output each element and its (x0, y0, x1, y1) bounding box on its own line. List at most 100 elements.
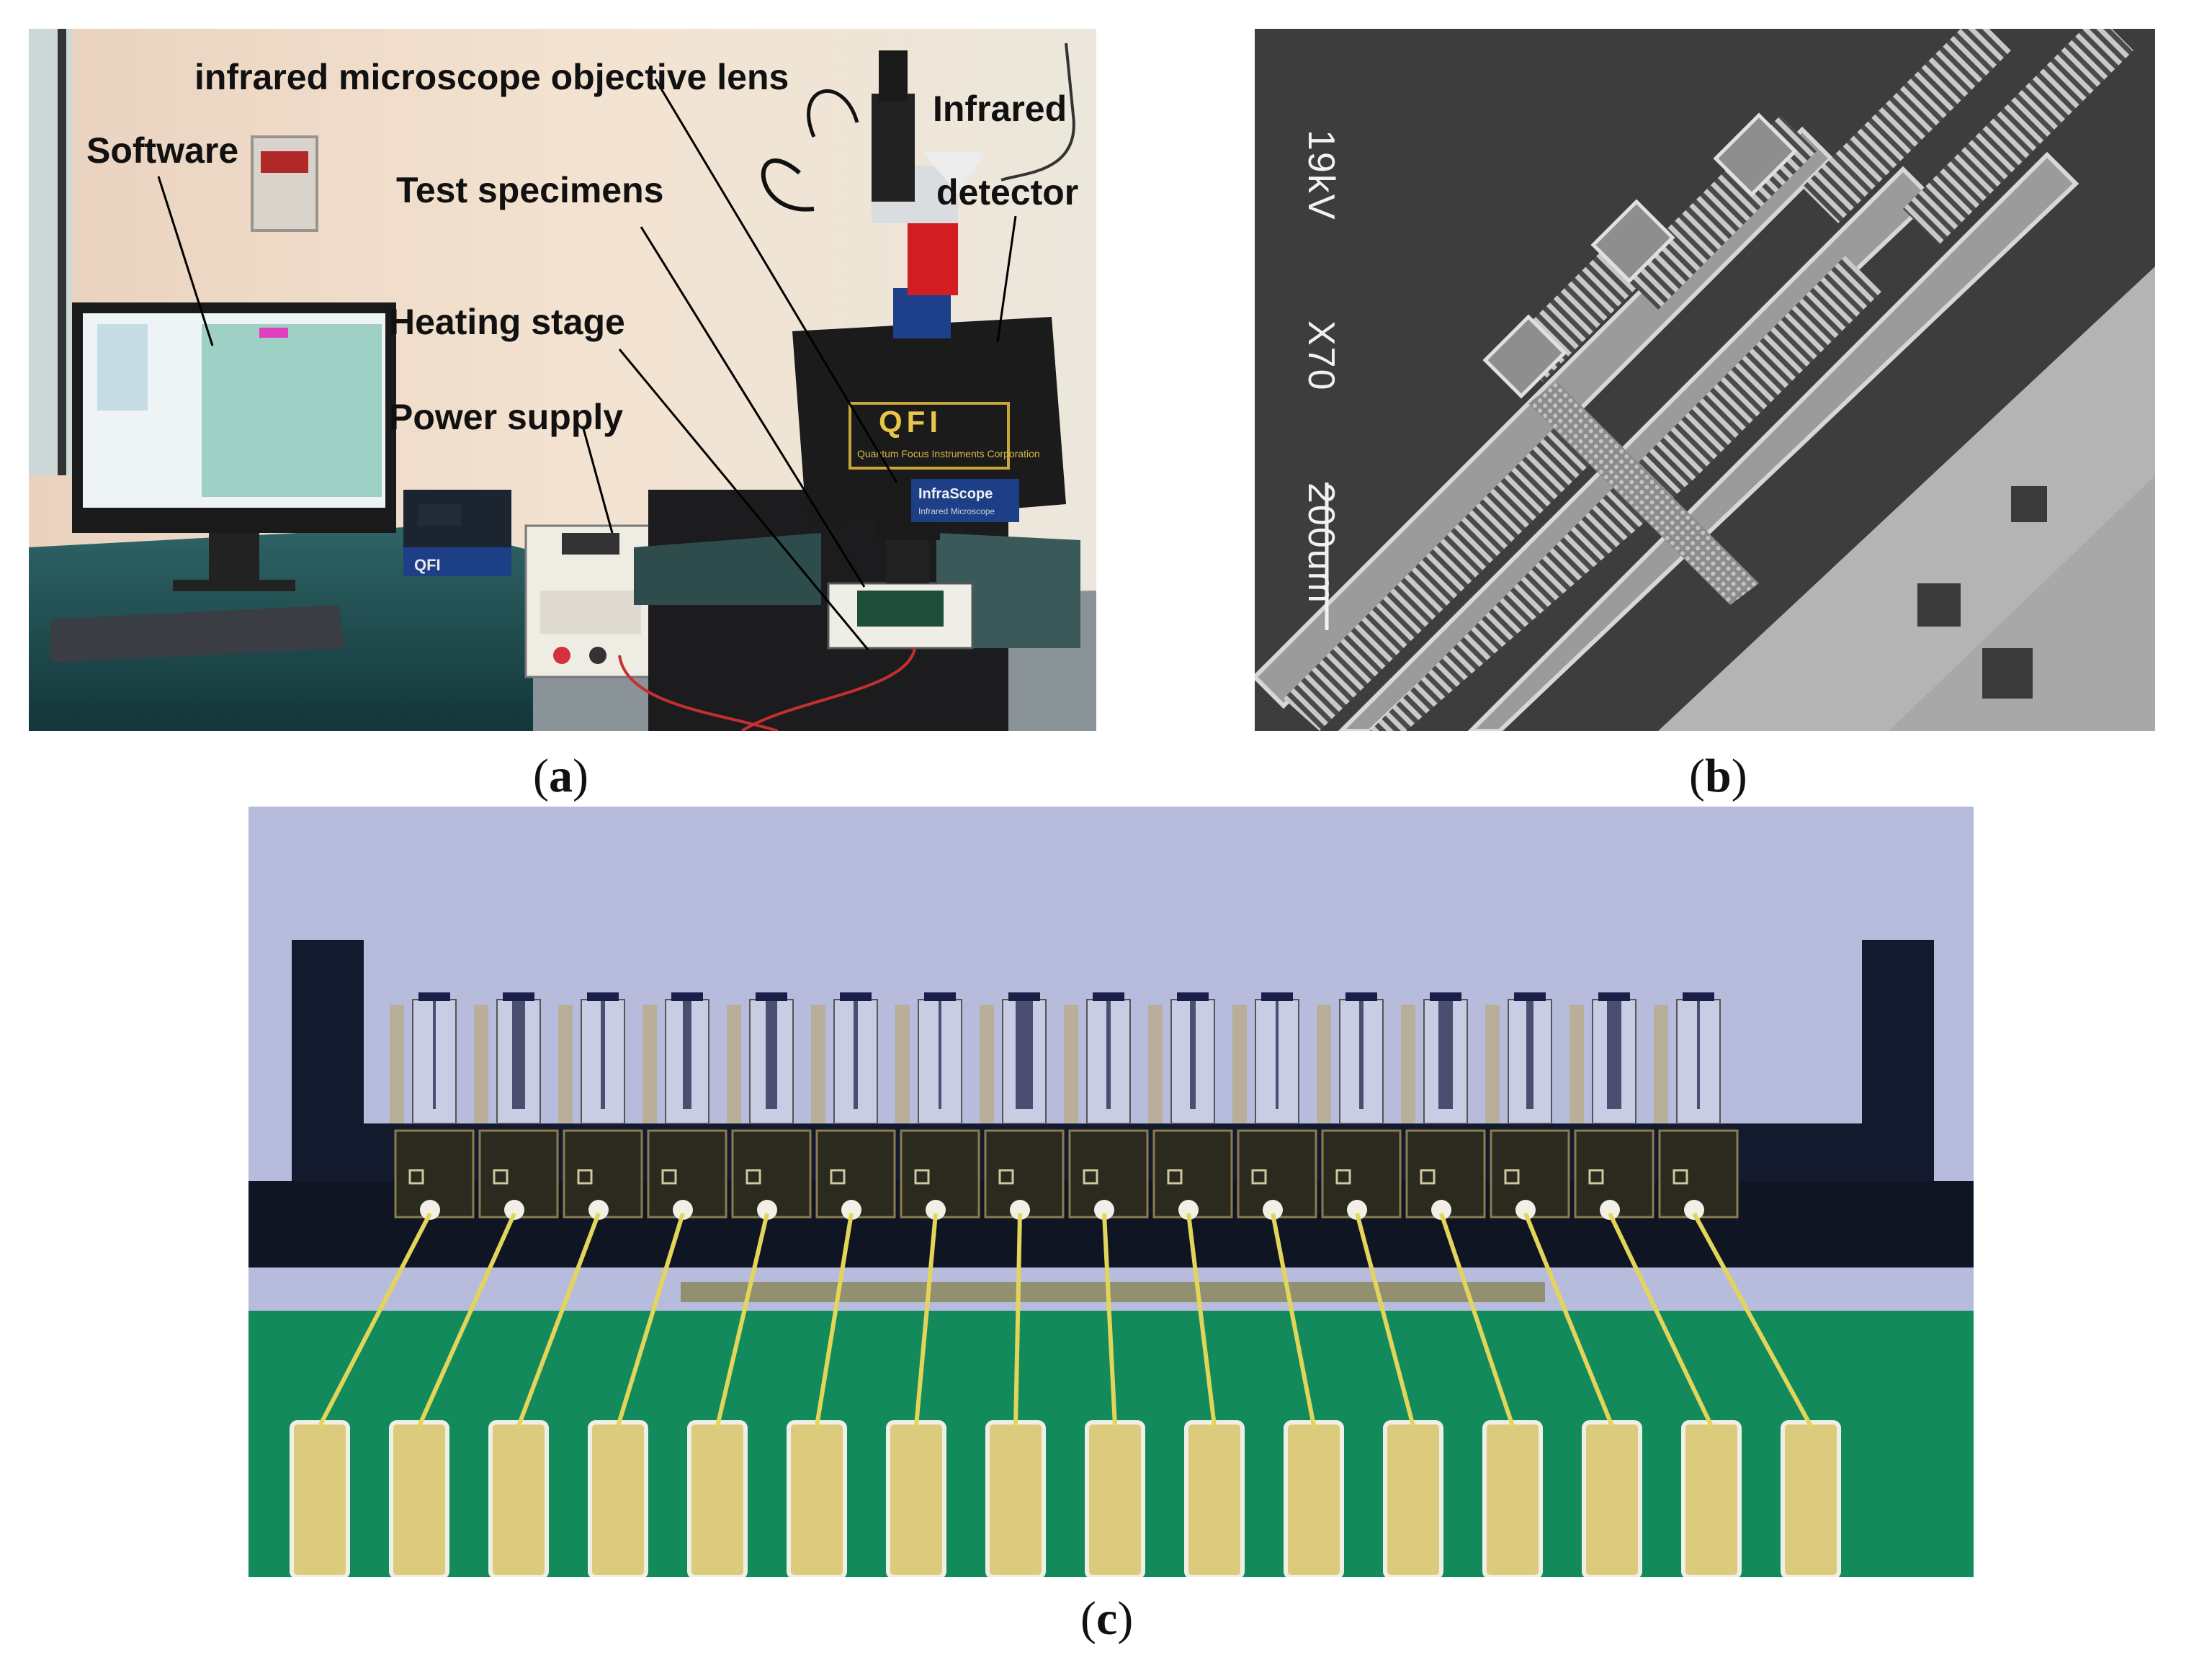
pad-square (914, 1169, 930, 1185)
bond-wire (1186, 1213, 1217, 1427)
anchor-bar (1177, 992, 1209, 1001)
infrascope-sub: Infrared Microscope (918, 506, 995, 516)
anchor-bar (924, 992, 956, 1001)
anchor-bar (840, 992, 872, 1001)
bond-wire (1608, 1212, 1714, 1427)
anchor-bar (503, 992, 534, 1001)
specimen-beam (1438, 1001, 1453, 1109)
comb-strip (1654, 1005, 1668, 1123)
anchor-bar (587, 992, 619, 1001)
comb-strip (811, 1005, 825, 1123)
anchor-bar (1598, 992, 1630, 1001)
pad-square (1673, 1169, 1688, 1185)
bond-ball (841, 1200, 861, 1220)
specimen-beam (939, 1001, 941, 1109)
comb-strip (474, 1005, 488, 1123)
bond-wire (417, 1212, 516, 1427)
pad-square (830, 1169, 846, 1185)
gold-finger (1284, 1420, 1344, 1577)
label-detector: detector (936, 172, 1079, 212)
anchor-bar (1261, 992, 1293, 1001)
pad-square (745, 1169, 761, 1185)
die-pad (394, 1129, 475, 1219)
gold-finger (1184, 1420, 1245, 1577)
specimen-beam (683, 1001, 691, 1109)
pad-square (1335, 1169, 1351, 1185)
bond-wire (516, 1212, 601, 1427)
anchor-bar (418, 992, 450, 1001)
pad-square (1588, 1169, 1604, 1185)
bond-wire (1523, 1212, 1614, 1427)
setup-illustration: QFI QFI Quantum Focus Instruments Corpor… (29, 29, 1096, 731)
specimen-chip-photo (248, 807, 1974, 1577)
label-software: Software (86, 130, 239, 171)
comb-strip (1401, 1005, 1415, 1123)
bond-ball (1178, 1200, 1199, 1220)
sem-scale-label: 200um (1300, 483, 1342, 604)
pad-square (998, 1169, 1014, 1185)
anchor-bar (1345, 992, 1377, 1001)
label-objective-lens: infrared microscope objective lens (194, 57, 789, 97)
comb-strip (558, 1005, 573, 1123)
label-infrared: Infrared (933, 89, 1067, 129)
comb-strip (390, 1005, 404, 1123)
anchor-bar (671, 992, 703, 1001)
anchor-bar (1430, 992, 1461, 1001)
bond-wire (616, 1213, 685, 1427)
bond-wire (815, 1213, 854, 1427)
bond-wire (1692, 1212, 1813, 1427)
specimen-beam (1016, 1001, 1033, 1109)
bond-ball (1684, 1200, 1704, 1220)
bond-ball (673, 1200, 693, 1220)
photo-setup: QFI QFI Quantum Focus Instruments Corpor… (29, 29, 1096, 731)
gold-finger (687, 1420, 748, 1577)
gold-finger (787, 1420, 847, 1577)
pad-square (1504, 1169, 1520, 1185)
specimen-beam (601, 1001, 605, 1109)
die-pad (1321, 1129, 1402, 1219)
anchor-bar (1008, 992, 1040, 1001)
gold-finger (588, 1420, 648, 1577)
gold-finger (488, 1420, 549, 1577)
pad-square (577, 1169, 593, 1185)
comb-strip (895, 1005, 910, 1123)
comb-strip (1485, 1005, 1500, 1123)
pad-square (1083, 1169, 1098, 1185)
bond-wire (715, 1213, 769, 1427)
label-test-specimens: Test specimens (396, 170, 664, 210)
comb-strip (1317, 1005, 1331, 1123)
qfi-logo: QFI (879, 405, 942, 439)
gold-finger (290, 1420, 350, 1577)
bond-ball (1094, 1200, 1114, 1220)
specimen-beam (1106, 1001, 1111, 1109)
comb-strip (1148, 1005, 1163, 1123)
pad-square (493, 1169, 509, 1185)
bond-ball (757, 1200, 777, 1220)
bond-wire (318, 1212, 432, 1427)
label-heating-stage: Heating stage (389, 302, 625, 342)
gold-finger (1482, 1420, 1543, 1577)
specimen-beam (1359, 1001, 1364, 1109)
bond-ball (1431, 1200, 1451, 1220)
gold-finger (1681, 1420, 1742, 1577)
sem-illustration: 19kV X70 200um (1255, 29, 2155, 731)
bond-ball (1600, 1200, 1620, 1220)
pad-square (1251, 1169, 1267, 1185)
gold-finger (1781, 1420, 1841, 1577)
pad-square (408, 1169, 424, 1185)
infrascope-badge: InfraScope (918, 486, 993, 502)
specimen-beam (512, 1001, 525, 1109)
bond-wire (1439, 1213, 1515, 1427)
anchor-bar (1683, 992, 1714, 1001)
bond-ball (1010, 1200, 1030, 1220)
bond-ball (588, 1200, 609, 1220)
caption-b: (b) (1689, 750, 1747, 802)
bond-ball (504, 1200, 524, 1220)
specimen-beam (1697, 1001, 1700, 1109)
pad-square (1420, 1169, 1436, 1185)
anchor-bar (756, 992, 787, 1001)
specimen-beam (854, 1001, 858, 1109)
comb-strip (642, 1005, 657, 1123)
chip-illustration (248, 940, 1974, 1577)
specimen-beam (1607, 1001, 1621, 1109)
